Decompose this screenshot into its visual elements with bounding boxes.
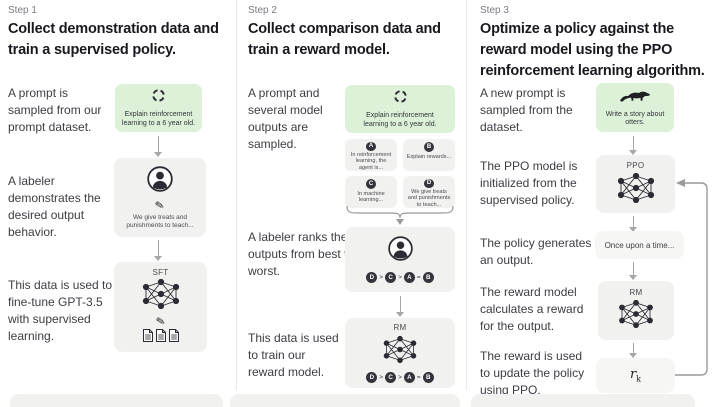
step1-sft-text: This data is used to fine-tune GPT-3.5 w…: [8, 278, 113, 343]
step1-labeler-box-text: We give treats and punishments to teach.…: [126, 213, 194, 229]
step3-column: Step 3 Optimize a policy against the rew…: [467, 0, 720, 407]
curly-brace-arrow: [346, 205, 454, 225]
step3-output-box-text: Once upon a time...: [604, 240, 675, 250]
cropped-next-section-box: [10, 394, 223, 407]
output-letter-badge: B: [424, 142, 434, 152]
pencil-icon: ✎: [154, 313, 167, 329]
step3-reward-value-box: rk: [596, 358, 675, 393]
output-text: We give treats and punishments to teach.…: [407, 189, 451, 208]
output-text: In reinforcement learning, the agent is.…: [350, 152, 392, 171]
step2-prompt-text: A prompt and several model outputs are s…: [248, 86, 323, 151]
pencil-icon: ✎: [154, 197, 166, 213]
column-divider: [466, 0, 467, 390]
reward-value: rk: [629, 367, 642, 384]
step1-label: Step 1: [8, 5, 37, 16]
documents-icon: [142, 328, 179, 347]
step2-labeler-box: D > C > A = B: [345, 227, 455, 292]
arrow-down: [629, 343, 637, 358]
output-box-b: B Explain rewards...: [403, 139, 455, 171]
column-divider: [236, 0, 237, 390]
rank-separator: =: [416, 274, 421, 281]
rank-letter: D: [366, 272, 378, 283]
rank-letter: C: [385, 272, 397, 283]
arrow-down: [154, 136, 162, 157]
labeler-icon: [387, 236, 413, 266]
step2-label: Step 2: [248, 5, 277, 16]
arrow-down: [154, 240, 162, 261]
otter-icon: [619, 88, 651, 108]
step3-prompt-box: Write a story about otters.: [596, 83, 674, 132]
step3-output-box: Once upon a time...: [595, 231, 684, 259]
sft-box-label: SFT: [152, 267, 169, 277]
cropped-next-section-box: [471, 394, 695, 407]
step3-output-text: The policy generates an output.: [480, 236, 592, 267]
step3-label: Step 3: [480, 5, 509, 16]
rank-separator: >: [398, 374, 402, 381]
arrow-down: [629, 136, 637, 155]
rank-letter: B: [422, 372, 434, 383]
neural-network-icon: [381, 335, 419, 368]
rank-letter: A: [403, 272, 415, 283]
output-text: Explain rewards...: [406, 153, 452, 160]
rank-letter: A: [403, 372, 415, 383]
step3-reward-text: The reward model calculates a reward for…: [480, 285, 584, 333]
rank-separator: =: [416, 374, 421, 381]
output-letter-badge: A: [366, 142, 376, 151]
step1-labeler-box: ✎ We give treats and punishments to teac…: [114, 158, 206, 237]
step2-column: Step 2 Collect comparison data and train…: [237, 0, 467, 407]
output-letter-badge: D: [424, 179, 434, 188]
step1-sft-box: SFT ✎: [114, 262, 207, 352]
output-box-c: C In machine learning...: [345, 176, 397, 208]
model-outputs-grid: A In reinforcement learning, the agent i…: [345, 139, 455, 208]
output-letter-badge: C: [366, 179, 376, 189]
step3-prompt-text: A new prompt is sampled from the dataset…: [480, 86, 573, 134]
step2-rank-text: A labeler ranks the outputs from best to…: [248, 230, 355, 278]
step2-heading: Collect comparison data and train a rewa…: [248, 21, 441, 58]
step3-heading: Optimize a policy against the reward mod…: [480, 21, 705, 79]
step1-prompt-box-text: Explain reinforcement learning to a 6 ye…: [121, 111, 196, 127]
arrow-down: [396, 296, 404, 317]
rank-separator: >: [398, 274, 402, 281]
rm-box-label: RM: [393, 323, 407, 332]
cycle-icon: [393, 89, 408, 109]
arrow-down: [629, 262, 637, 280]
step3-ppo-box: PPO: [596, 155, 675, 213]
arrow-down: [629, 216, 637, 232]
rank-letter: C: [385, 372, 397, 383]
step1-prompt-box: Explain reinforcement learning to a 6 ye…: [115, 84, 202, 132]
step2-rm-box: RM D > C > A = B: [345, 318, 455, 388]
step2-prompt-box-text: Explain reinforcement learning to a 6 ye…: [363, 112, 437, 128]
ppo-box-label: PPO: [626, 160, 645, 170]
step1-prompt-text: A prompt is sampled from our prompt data…: [8, 86, 102, 134]
rank-separator: >: [379, 374, 384, 381]
ppo-feedback-loop-arrow: [675, 179, 708, 376]
rank-letter: B: [422, 272, 434, 283]
step1-column: Step 1 Collect demonstration data and tr…: [0, 0, 237, 407]
step3-update-text: The reward is used to update the policy …: [480, 349, 585, 397]
step3-rm-box: RM: [598, 281, 674, 340]
step2-prompt-box: Explain reinforcement learning to a 6 ye…: [345, 85, 455, 133]
ranking-row: D > C > A = B: [366, 272, 434, 283]
step2-rm-text: This data is used to train our reward mo…: [248, 331, 339, 379]
step1-labeler-text: A labeler demonstrates the desired outpu…: [8, 174, 101, 239]
neural-network-icon: [617, 299, 655, 333]
step3-prompt-box-text: Write a story about otters.: [605, 110, 665, 127]
rm-box-label: RM: [629, 288, 643, 297]
cycle-icon: [151, 88, 166, 108]
output-text: In machine learning...: [357, 190, 385, 203]
neural-network-icon: [141, 278, 181, 314]
output-box-a: A In reinforcement learning, the agent i…: [345, 139, 397, 171]
ranking-row: D > C > A = B: [366, 372, 434, 383]
rank-letter: D: [366, 372, 378, 383]
neural-network-icon: [616, 172, 656, 208]
rank-separator: >: [379, 274, 384, 281]
step3-ppo-text: The PPO model is initialized from the su…: [480, 159, 578, 207]
cropped-next-section-box: [230, 394, 460, 407]
labeler-icon: [147, 165, 173, 197]
step1-heading: Collect demonstration data and train a s…: [8, 21, 219, 58]
output-box-d: D We give treats and punishments to teac…: [403, 176, 455, 208]
